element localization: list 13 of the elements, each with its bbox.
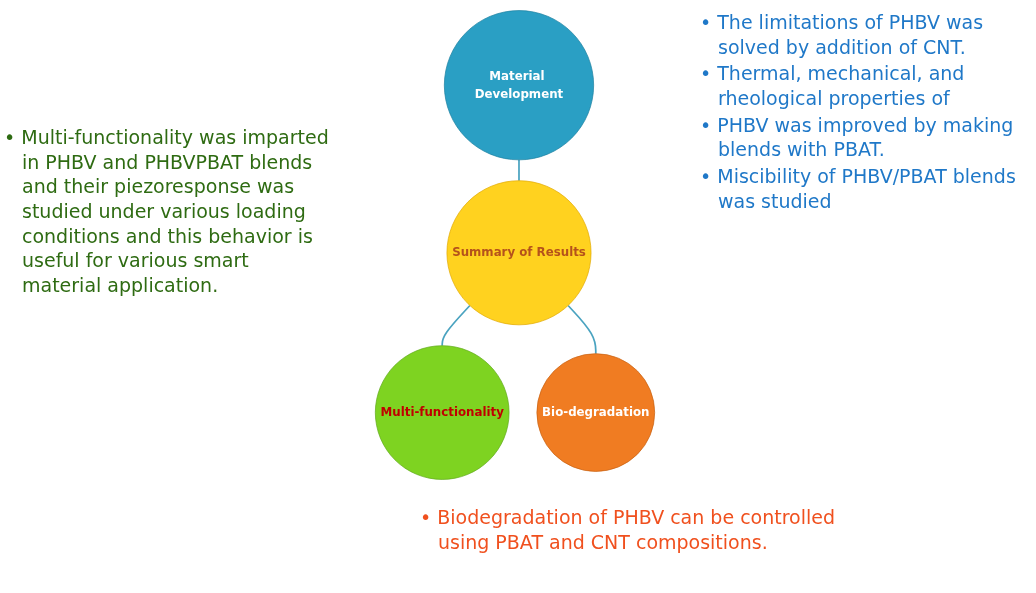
node-circle: Multi-functionality bbox=[375, 345, 510, 480]
bullet-text: • The limitations of PHBV was solved by addition of CNT. bbox=[700, 10, 985, 60]
connector bbox=[518, 159, 520, 182]
bullet-text: • Biodegradation of PHBV can be controlled using PBAT and CNT compositions. bbox=[420, 505, 837, 555]
node-circle: Material Development bbox=[444, 10, 594, 161]
node-circle: Bio-degradation bbox=[536, 353, 655, 472]
connector bbox=[567, 304, 597, 355]
node-circle: Summary of Results bbox=[446, 180, 592, 326]
bullet-text: • Thermal, mechanical, and rheological properties of bbox=[700, 61, 966, 111]
bullet-text: • Multi-functionality was imparted in PHBV and PHBVPBAT blends and their piezoresponse was studied under various loading conditions and this behavior is useful for various smart material application. bbox=[4, 125, 330, 298]
bullet-text: • Miscibility of PHBV/PBAT blends was studied bbox=[700, 164, 1017, 214]
connector bbox=[441, 304, 471, 347]
bullet-text: • PHBV was improved by making blends with PBAT. bbox=[700, 112, 1015, 163]
